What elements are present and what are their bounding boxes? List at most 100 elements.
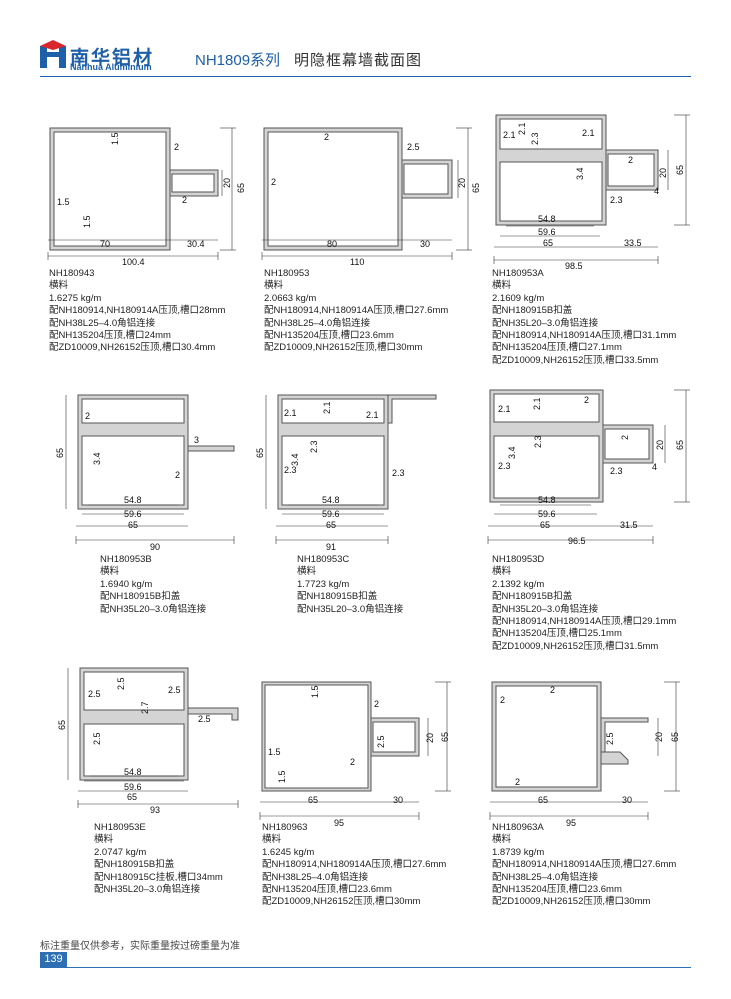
dim-label: 2.1 [532, 397, 542, 410]
dim-label: 2 [271, 177, 276, 187]
dim-label: 3.4 [92, 452, 102, 465]
dim-label: 20 [222, 178, 232, 188]
profile-note: 配NH180914,NH180914A压顶,槽口27.6mm [264, 305, 449, 317]
dim-label: 2.3 [284, 465, 297, 475]
profile-note: 配NH180914,NH180914A压顶,槽口29.1mm [492, 615, 677, 627]
profile-note: 配NH180914,NH180914A压顶,槽口27.6mm [262, 859, 447, 871]
dim-label: 2.1 [366, 410, 379, 420]
profile-code: NH180953 [264, 268, 310, 279]
profile-code: NH180963A [492, 822, 544, 833]
dim-label: 1.5 [57, 197, 70, 207]
dim-label: 54.8 [322, 495, 340, 505]
dim-label: 2 [620, 435, 630, 440]
dim-label: 2.5 [88, 689, 101, 699]
profile-drawing-nh180953a: 98.5 65 33.5 59.6 54.8 2.1 2.1 2.3 2.1 3… [493, 114, 690, 271]
nanhua-logo-icon [40, 40, 66, 68]
dim-label: 59.6 [124, 782, 142, 792]
profile-note: 配NH35L20–3.0角铝连接 [297, 603, 404, 615]
profile-note: 配NH135204压顶,槽口23.6mm [492, 883, 622, 895]
profile-note: 配NH38L25–4.0角铝连接 [262, 871, 369, 883]
profile-caption-nh180963: NH180963 横料 1.6245 kg/m 配NH180914,NH1809… [262, 822, 446, 909]
dim-label: 2.1 [498, 404, 511, 414]
profile-note: 配ZD10009,NH26152压顶,槽口31.5mm [492, 640, 659, 652]
profile-note: 配NH38L25–4.0角铝连接 [264, 317, 371, 329]
dim-label: 65 [675, 440, 685, 450]
dim-label: 2 [628, 155, 633, 165]
profile-note: 配NH180914,NH180914A压顶,槽口27.6mm [492, 859, 677, 871]
profile-note: 配ZD10009,NH26152压顶,槽口30.4mm [49, 342, 216, 354]
dim-label: 59.6 [538, 509, 556, 519]
dim-label: 2.5 [92, 732, 102, 745]
dim-label: 30 [622, 795, 632, 805]
dim-label: 65 [57, 720, 67, 730]
dim-label: 95 [566, 818, 576, 828]
weight-disclaimer: 标注重量仅供参考，实际重量按过磅重量为准 [40, 941, 240, 952]
profile-caption-nh180953d: NH180953D 横料 2.1392 kg/m 配NH180915B扣盖 配N… [492, 554, 676, 653]
logo-en-text: Nanhua Aluminium [70, 62, 152, 72]
profile-caption-nh180953e: NH180953E 横料 2.0747 kg/m 配NH180915B扣盖 配N… [94, 822, 223, 896]
profile-note: 配NH180915B扣盖 [297, 591, 378, 603]
dim-label: 2 [374, 699, 379, 709]
dim-label: 2.7 [140, 701, 150, 714]
profile-note: 配NH35L20–3.0角铝连接 [492, 603, 599, 615]
profile-weight: 2.0747 kg/m [94, 846, 147, 858]
dim-label: 3.4 [290, 453, 300, 466]
profile-caption-nh180943: NH180943 横料 1.6275 kg/m 配NH180914,NH1809… [49, 268, 225, 355]
dim-label: 2 [324, 132, 329, 142]
profile-note: 配NH135204压顶,槽口27.1mm [492, 342, 622, 354]
profile-note: 配NH135204压顶,槽口24mm [49, 329, 171, 341]
dim-label: 1.5 [310, 685, 320, 698]
profile-drawing-nh180953: 110 80 30 2 2 2.5 20 65 [261, 127, 481, 267]
dim-label: 33.5 [624, 238, 642, 248]
dim-label: 54.8 [124, 767, 142, 777]
profile-caption-nh180953c: NH180953C 横料 1.7723 kg/m 配NH180915B扣盖 配N… [297, 554, 403, 616]
dim-label: 2 [350, 757, 355, 767]
dim-label: 2.5 [168, 685, 181, 695]
dim-label: 20 [654, 732, 664, 742]
dim-label: 2.3 [530, 132, 540, 145]
profile-code: NH180953D [492, 554, 545, 565]
dim-label: 2.3 [392, 468, 405, 478]
profile-drawing-nh180963a: 95 65 30 2 2 2 2.5 20 65 [489, 681, 680, 828]
dim-label: 70 [100, 239, 110, 249]
dim-label: 2.5 [198, 714, 211, 724]
dim-label: 110 [350, 257, 364, 267]
profile-weight: 1.6275 kg/m [49, 292, 102, 304]
profile-caption-nh180953a: NH180953A 横料 2.1609 kg/m 配NH180915B扣盖 配N… [492, 268, 676, 367]
profile-note: 配ZD10009,NH26152压顶,槽口30mm [262, 896, 421, 908]
page-number: 139 [40, 952, 67, 967]
dim-label: 65 [128, 520, 138, 530]
profile-drawing-nh180943: 100.4 70 30.4 1.5 1.5 1.5 2 2 20 65 [47, 127, 246, 267]
dim-label: 30 [393, 795, 403, 805]
profile-note: 配NH180915B扣盖 [492, 305, 573, 317]
page-title: 明隐框幕墙截面图 [294, 52, 423, 69]
dim-label: 2 [584, 395, 589, 405]
dim-label: 65 [670, 732, 680, 742]
dim-label: 65 [55, 448, 65, 458]
profile-type: 横料 [492, 280, 512, 292]
profile-weight: 1.6245 kg/m [262, 846, 315, 858]
profile-code: NH180953B [100, 554, 152, 565]
dim-label: 100.4 [122, 257, 145, 267]
dim-label: 2.5 [116, 677, 126, 690]
dim-label: 65 [127, 792, 137, 802]
dim-label: 20 [658, 168, 668, 178]
footer-rule [40, 967, 691, 968]
profile-note: 配NH180915C挂板,槽口34mm [94, 871, 223, 883]
profile-type: 横料 [492, 566, 512, 578]
dim-label: 80 [327, 239, 337, 249]
profile-type: 横料 [94, 834, 114, 846]
profile-note: 配NH35L20–3.0角铝连接 [94, 883, 201, 895]
dim-label: 91 [326, 542, 336, 552]
profile-note: 配NH180914,NH180914A压顶,槽口28mm [49, 305, 226, 317]
profile-note: 配NH135204压顶,槽口23.6mm [262, 883, 392, 895]
profile-caption-nh180953: NH180953 横料 2.0663 kg/m 配NH180914,NH1809… [264, 268, 448, 355]
dim-label: 93 [150, 805, 160, 815]
dim-label: 2.1 [517, 122, 527, 135]
profile-code: NH180953C [297, 554, 350, 565]
dim-label: 2.5 [376, 735, 386, 748]
dim-label: 2 [550, 685, 555, 695]
profile-drawing-nh180953b: 90 65 59.6 54.8 2 3.4 2 3 65 [55, 394, 235, 552]
profile-drawing-nh180953e: 93 65 59.6 54.8 2.5 2.5 2.5 2.7 2.5 2.5 … [57, 667, 239, 815]
